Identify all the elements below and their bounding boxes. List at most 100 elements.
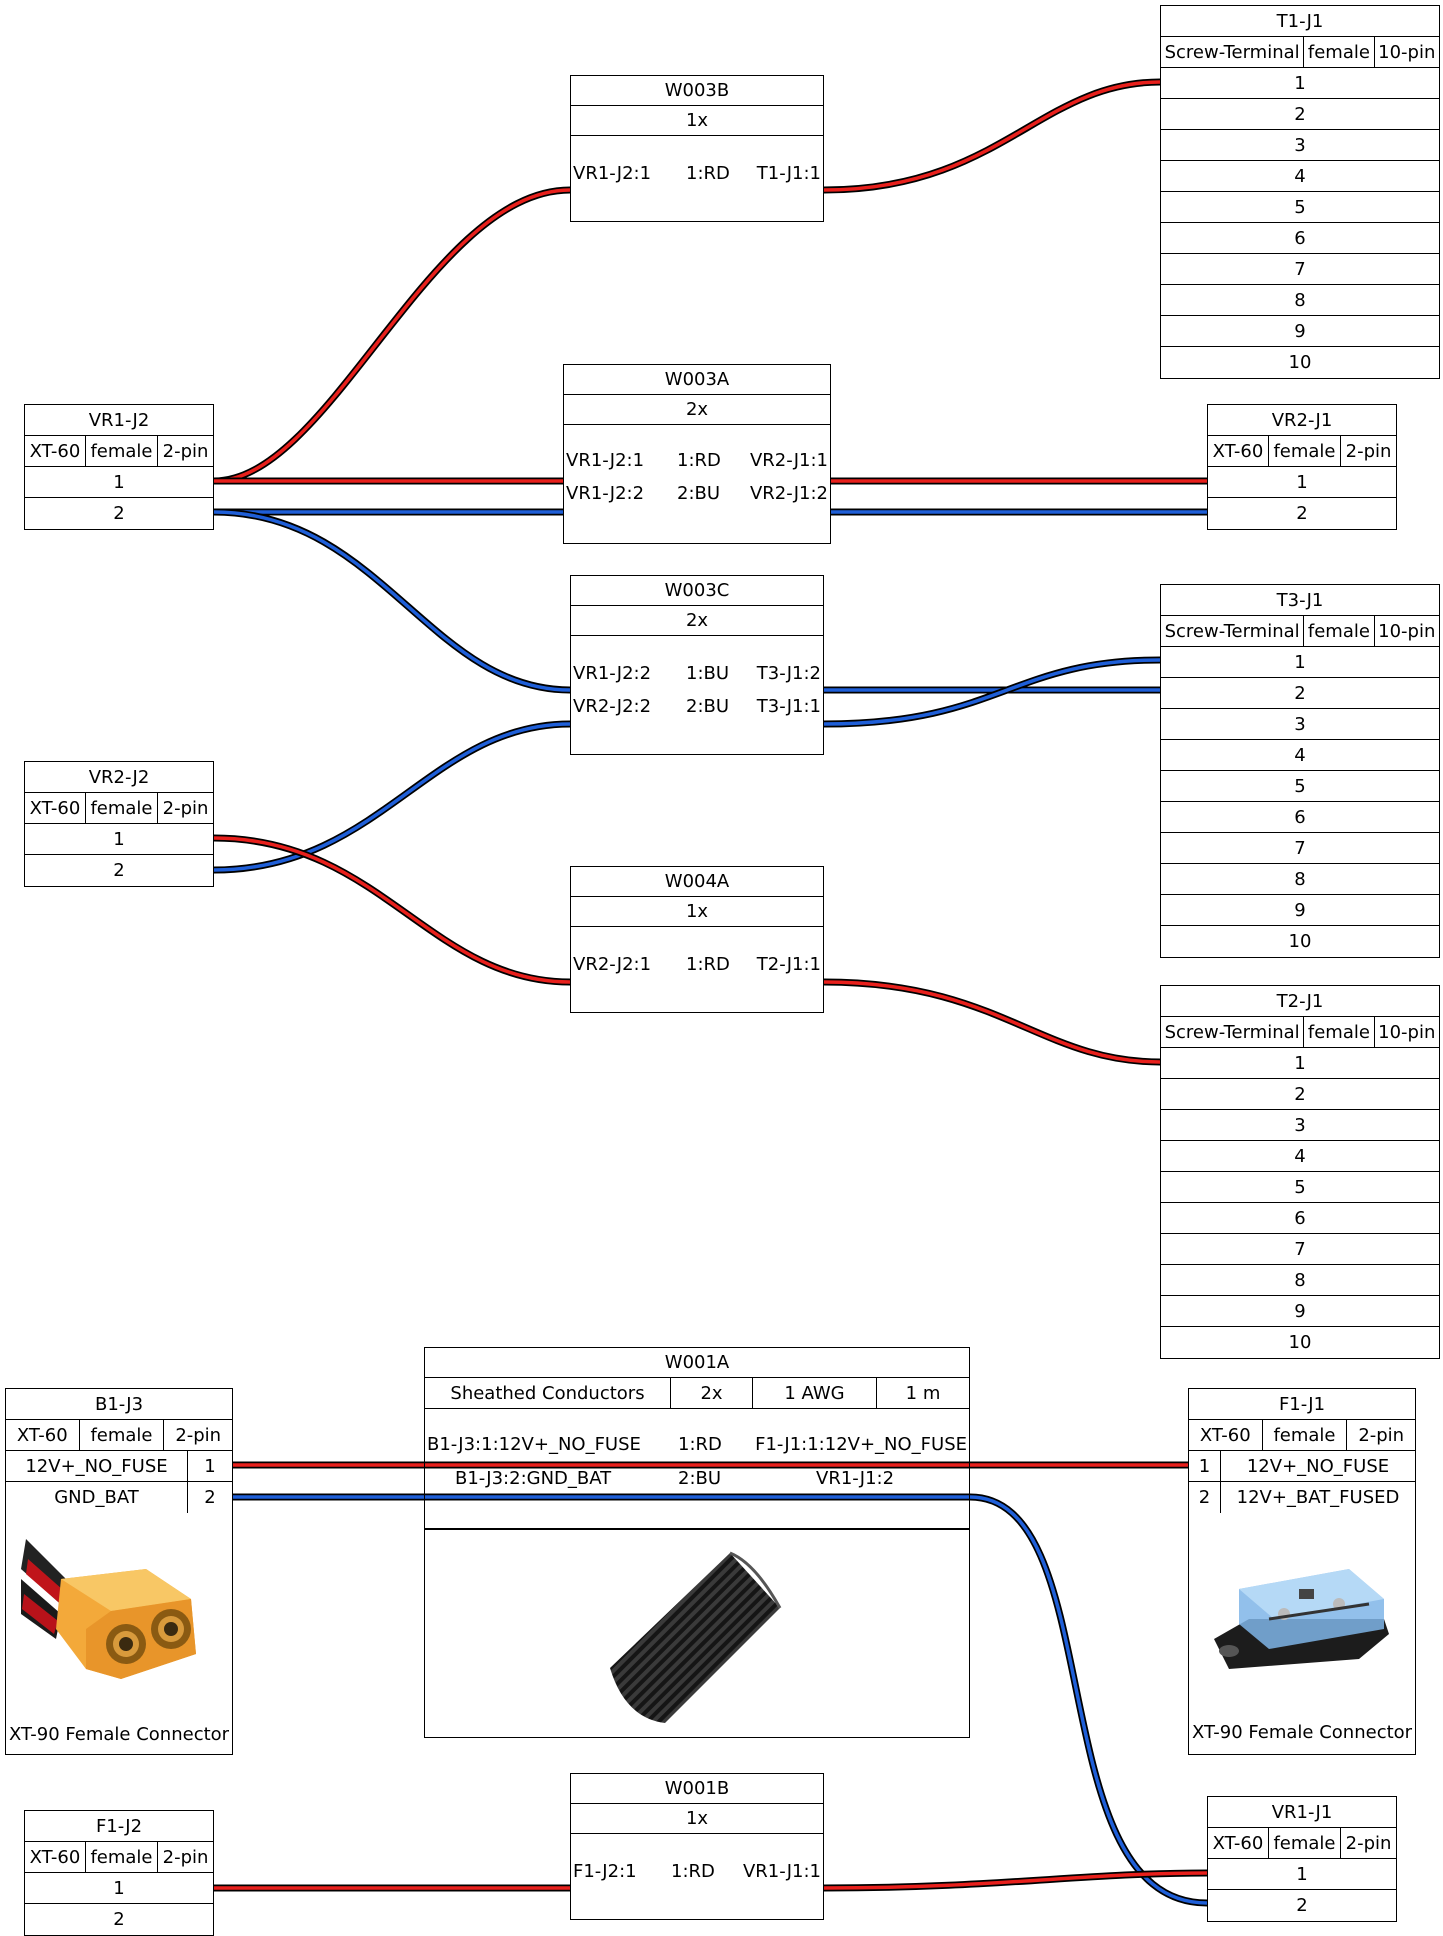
connector-pincount: 10-pin xyxy=(1378,1021,1436,1043)
connector-title: VR1-J2 xyxy=(88,409,150,431)
wire-from: VR2-J2:2 xyxy=(573,696,652,717)
wire-to: VR1-J1:2 xyxy=(816,1468,895,1489)
pin-name: 12V+_NO_FUSE xyxy=(1246,1455,1390,1477)
pin-row: 1 xyxy=(1208,467,1396,498)
pin-number: 1 xyxy=(113,471,125,493)
pin-row: 3 xyxy=(1161,1110,1439,1141)
connector-type: XT-60 xyxy=(25,793,86,823)
wire-id: 1:RD xyxy=(677,450,721,471)
connector-title: VR1-J1 xyxy=(1271,1801,1333,1823)
pin-row: 2 xyxy=(25,498,213,529)
wire-to: VR1-J1:1 xyxy=(742,1861,821,1882)
connector-pincount: 2-pin xyxy=(162,797,209,819)
pin-number: 2 xyxy=(113,1909,125,1930)
wire-id: 1:RD xyxy=(678,1434,722,1455)
pin-row: 7 xyxy=(1161,254,1439,285)
connector-b1j3: B1-J3 XT-60 female 2-pin 12V+_NO_FUSE 1 … xyxy=(5,1388,233,1755)
pin-row: 2 xyxy=(1208,1890,1396,1921)
wire-id: 1:RD xyxy=(686,954,730,975)
cable-count: 2x xyxy=(564,395,830,425)
pin-number: 2 xyxy=(204,1487,216,1508)
connector-pincount: 2-pin xyxy=(1345,440,1392,462)
cable-title: W001B xyxy=(571,1774,823,1804)
pin-row: 4 xyxy=(1161,161,1439,192)
connector-gender: female xyxy=(86,1842,159,1872)
pin-number: 2 xyxy=(1189,1482,1221,1513)
connector-gender: female xyxy=(1304,616,1375,646)
pin-number: 5 xyxy=(1294,1176,1306,1198)
pin-row: 1 xyxy=(1208,1859,1396,1890)
pin-number: 5 xyxy=(1294,775,1306,797)
wire-from: VR2-J2:1 xyxy=(573,954,652,975)
pin-number: 10 xyxy=(1288,352,1312,373)
pin-row: 1 xyxy=(1161,647,1439,678)
connector-pincount: 10-pin xyxy=(1378,41,1436,63)
wire-from: B1-J3:2:GND_BAT xyxy=(455,1468,612,1489)
braided-sleeve-icon xyxy=(585,1538,805,1733)
pin-number: 1 xyxy=(204,1455,216,1477)
wire-vr1j2-2-to-w003c xyxy=(213,510,571,692)
wire-vr2j2-2-to-w003c-outline xyxy=(213,720,571,874)
wire-from: VR1-J2:2 xyxy=(573,663,652,684)
connector-type: XT-60 xyxy=(1208,1828,1269,1858)
pin-number: 3 xyxy=(1294,134,1306,156)
connector-gender: female xyxy=(80,1420,165,1450)
pin-row: 3 xyxy=(1161,709,1439,740)
pin-number: 2 xyxy=(1294,682,1306,704)
cable-title: W001A xyxy=(425,1348,969,1378)
pin-number: 10 xyxy=(1288,931,1312,952)
pin-number: 8 xyxy=(1294,289,1306,311)
pin-row: 5 xyxy=(1161,192,1439,223)
connector-type: XT-60 xyxy=(25,436,86,466)
wire-vr1j2-1-to-w003b-outline xyxy=(213,186,571,485)
wire-w003c-2-to-t3j1-1 xyxy=(823,658,1161,726)
wire-w003b-to-t1j1-1 xyxy=(823,80,1161,192)
cable-count: 1x xyxy=(571,1804,823,1834)
wire-to: F1-J1:1:12V+_NO_FUSE xyxy=(755,1434,967,1455)
pin-row: 5 xyxy=(1161,771,1439,802)
connector-gender: female xyxy=(1263,1420,1348,1450)
pin-number: 6 xyxy=(1294,806,1306,828)
wire-id: 2:BU xyxy=(677,483,721,504)
connector-pincount: 2-pin xyxy=(1345,1832,1392,1854)
connector-type: XT-60 xyxy=(6,1420,80,1450)
pin-row: 1 xyxy=(25,1873,213,1904)
pin-name: 12V+_BAT_FUSED xyxy=(1236,1487,1400,1508)
connector-type: XT-60 xyxy=(1208,436,1269,466)
pin-row: 10 xyxy=(1161,926,1439,957)
cable-gauge: 1 AWG xyxy=(753,1378,877,1408)
connector-type: Screw-Terminal xyxy=(1161,37,1305,67)
cable-type: Sheathed Conductors xyxy=(425,1378,671,1408)
fuse-holder-icon xyxy=(1209,1559,1399,1679)
pin-number: 7 xyxy=(1294,1238,1306,1260)
pin-number: 5 xyxy=(1294,196,1306,218)
pin-number: 6 xyxy=(1294,227,1306,249)
wire-to: T2-J1:1 xyxy=(756,954,821,975)
pin-row: 6 xyxy=(1161,802,1439,833)
pin-number: 1 xyxy=(1296,1863,1308,1885)
pin-number: 3 xyxy=(1294,713,1306,735)
cable-count: 2x xyxy=(671,1378,753,1408)
pin-number: 9 xyxy=(1294,1300,1306,1322)
wire-to: T1-J1:1 xyxy=(756,163,821,184)
wire-vr2j2-1-to-w004a-outline xyxy=(213,834,571,986)
wire-from: VR1-J2:1 xyxy=(566,450,645,471)
connector-gender: female xyxy=(86,793,159,823)
wire-id: 1:RD xyxy=(686,163,730,184)
connector-gender: female xyxy=(1304,1017,1375,1047)
pin-number: 2 xyxy=(113,860,125,881)
connector-pincount: 2-pin xyxy=(162,1846,209,1868)
connector-title: VR2-J2 xyxy=(88,766,150,788)
wire-b1j3-2-to-vr1j1-2 xyxy=(233,1495,1208,1905)
pin-number: 2 xyxy=(1294,1083,1306,1105)
pin-row: 1 xyxy=(1161,68,1439,99)
pin-row: 8 xyxy=(1161,864,1439,895)
wire-to: T3-J1:2 xyxy=(756,663,821,684)
connector-title: T3-J1 xyxy=(1276,589,1324,611)
cable-title: W003C xyxy=(571,576,823,606)
